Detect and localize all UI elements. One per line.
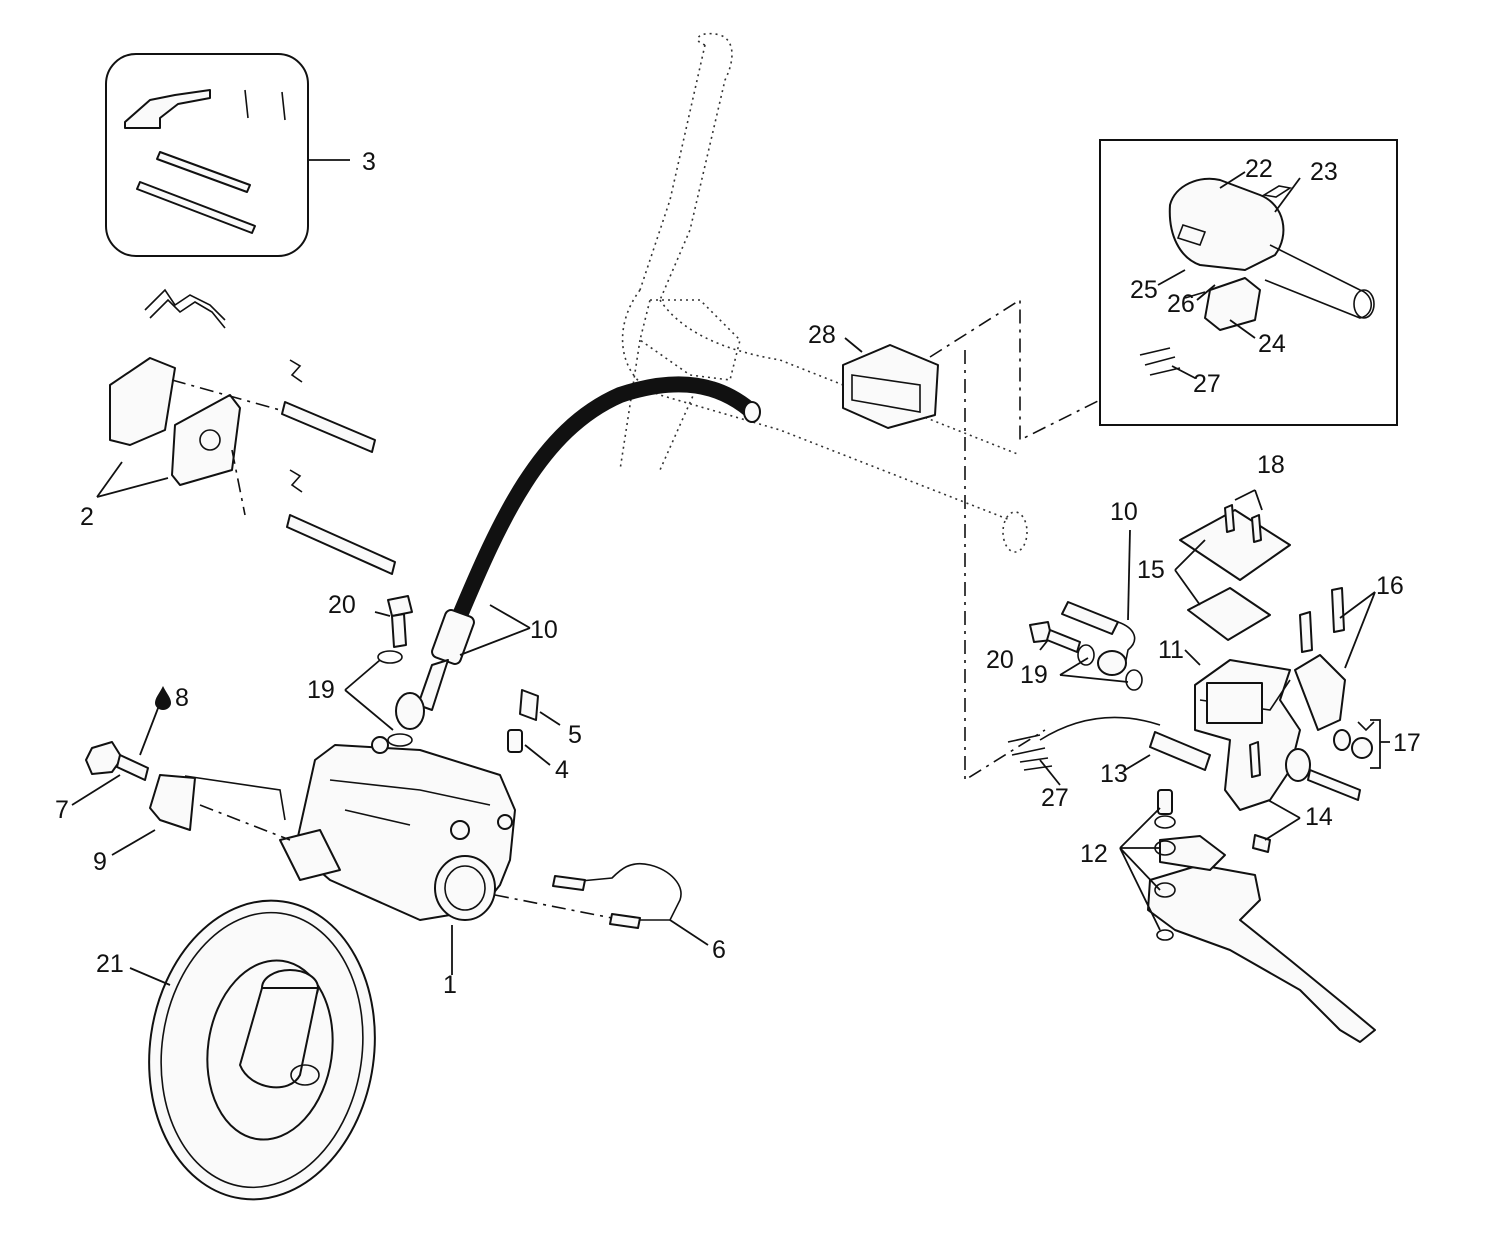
brake-disc (148, 899, 376, 1201)
callout-18: 18 (1257, 451, 1285, 479)
handlebar-outline (619, 32, 1028, 553)
brake-light-switch (1007, 716, 1211, 771)
leader-lines (71, 159, 1390, 986)
callout-26: 26 (1167, 290, 1195, 318)
callout-5: 5 (568, 721, 582, 749)
callout-9: 9 (93, 848, 107, 876)
callout-21: 21 (96, 950, 124, 978)
pin-kit-inset (105, 53, 309, 257)
pad-pins (281, 359, 396, 575)
brake-pads (109, 288, 281, 516)
brake-caliper (279, 736, 516, 921)
callout-labels: 3 2 1 4 5 6 7 8 9 10 10 11 12 13 14 15 1… (55, 148, 1421, 999)
callout-1: 1 (443, 971, 457, 999)
callout-19-left: 19 (307, 676, 335, 704)
callout-10-left: 10 (530, 616, 558, 644)
callout-23: 23 (1310, 158, 1338, 186)
callout-27-main: 27 (1041, 784, 1069, 812)
callout-12: 12 (1080, 840, 1108, 868)
wiring-connector (842, 298, 1111, 782)
callout-16: 16 (1376, 572, 1404, 600)
callout-25: 25 (1130, 276, 1158, 304)
callout-2: 2 (80, 503, 94, 531)
callout-7: 7 (55, 796, 69, 824)
callout-24: 24 (1258, 330, 1286, 358)
callout-27-inset: 27 (1193, 370, 1221, 398)
callout-28: 28 (808, 321, 836, 349)
brake-hose (395, 376, 761, 730)
callout-20-left: 20 (328, 591, 356, 619)
fluid-drop-icon (155, 686, 171, 710)
switch-inset (1099, 139, 1398, 426)
bleed-screw (507, 689, 539, 753)
master-cylinder (1179, 504, 1375, 853)
brake-line-fitting (494, 862, 682, 929)
callout-13: 13 (1100, 760, 1128, 788)
callout-22: 22 (1245, 155, 1273, 183)
callout-20-right: 20 (986, 646, 1014, 674)
callout-17: 17 (1393, 729, 1421, 757)
callout-3: 3 (362, 148, 376, 176)
right-banjo-fitting (1029, 601, 1143, 691)
callout-4: 4 (555, 756, 569, 784)
left-banjo-bolt (377, 595, 413, 747)
callout-19-right: 19 (1020, 661, 1048, 689)
callout-11: 11 (1158, 636, 1184, 664)
callout-10-right: 10 (1110, 498, 1138, 526)
callout-8: 8 (175, 684, 189, 712)
brake-lever (1147, 789, 1376, 1043)
callout-6: 6 (712, 936, 726, 964)
callout-14: 14 (1305, 803, 1333, 831)
callout-15: 15 (1137, 556, 1165, 584)
caliper-bolt (85, 741, 291, 841)
